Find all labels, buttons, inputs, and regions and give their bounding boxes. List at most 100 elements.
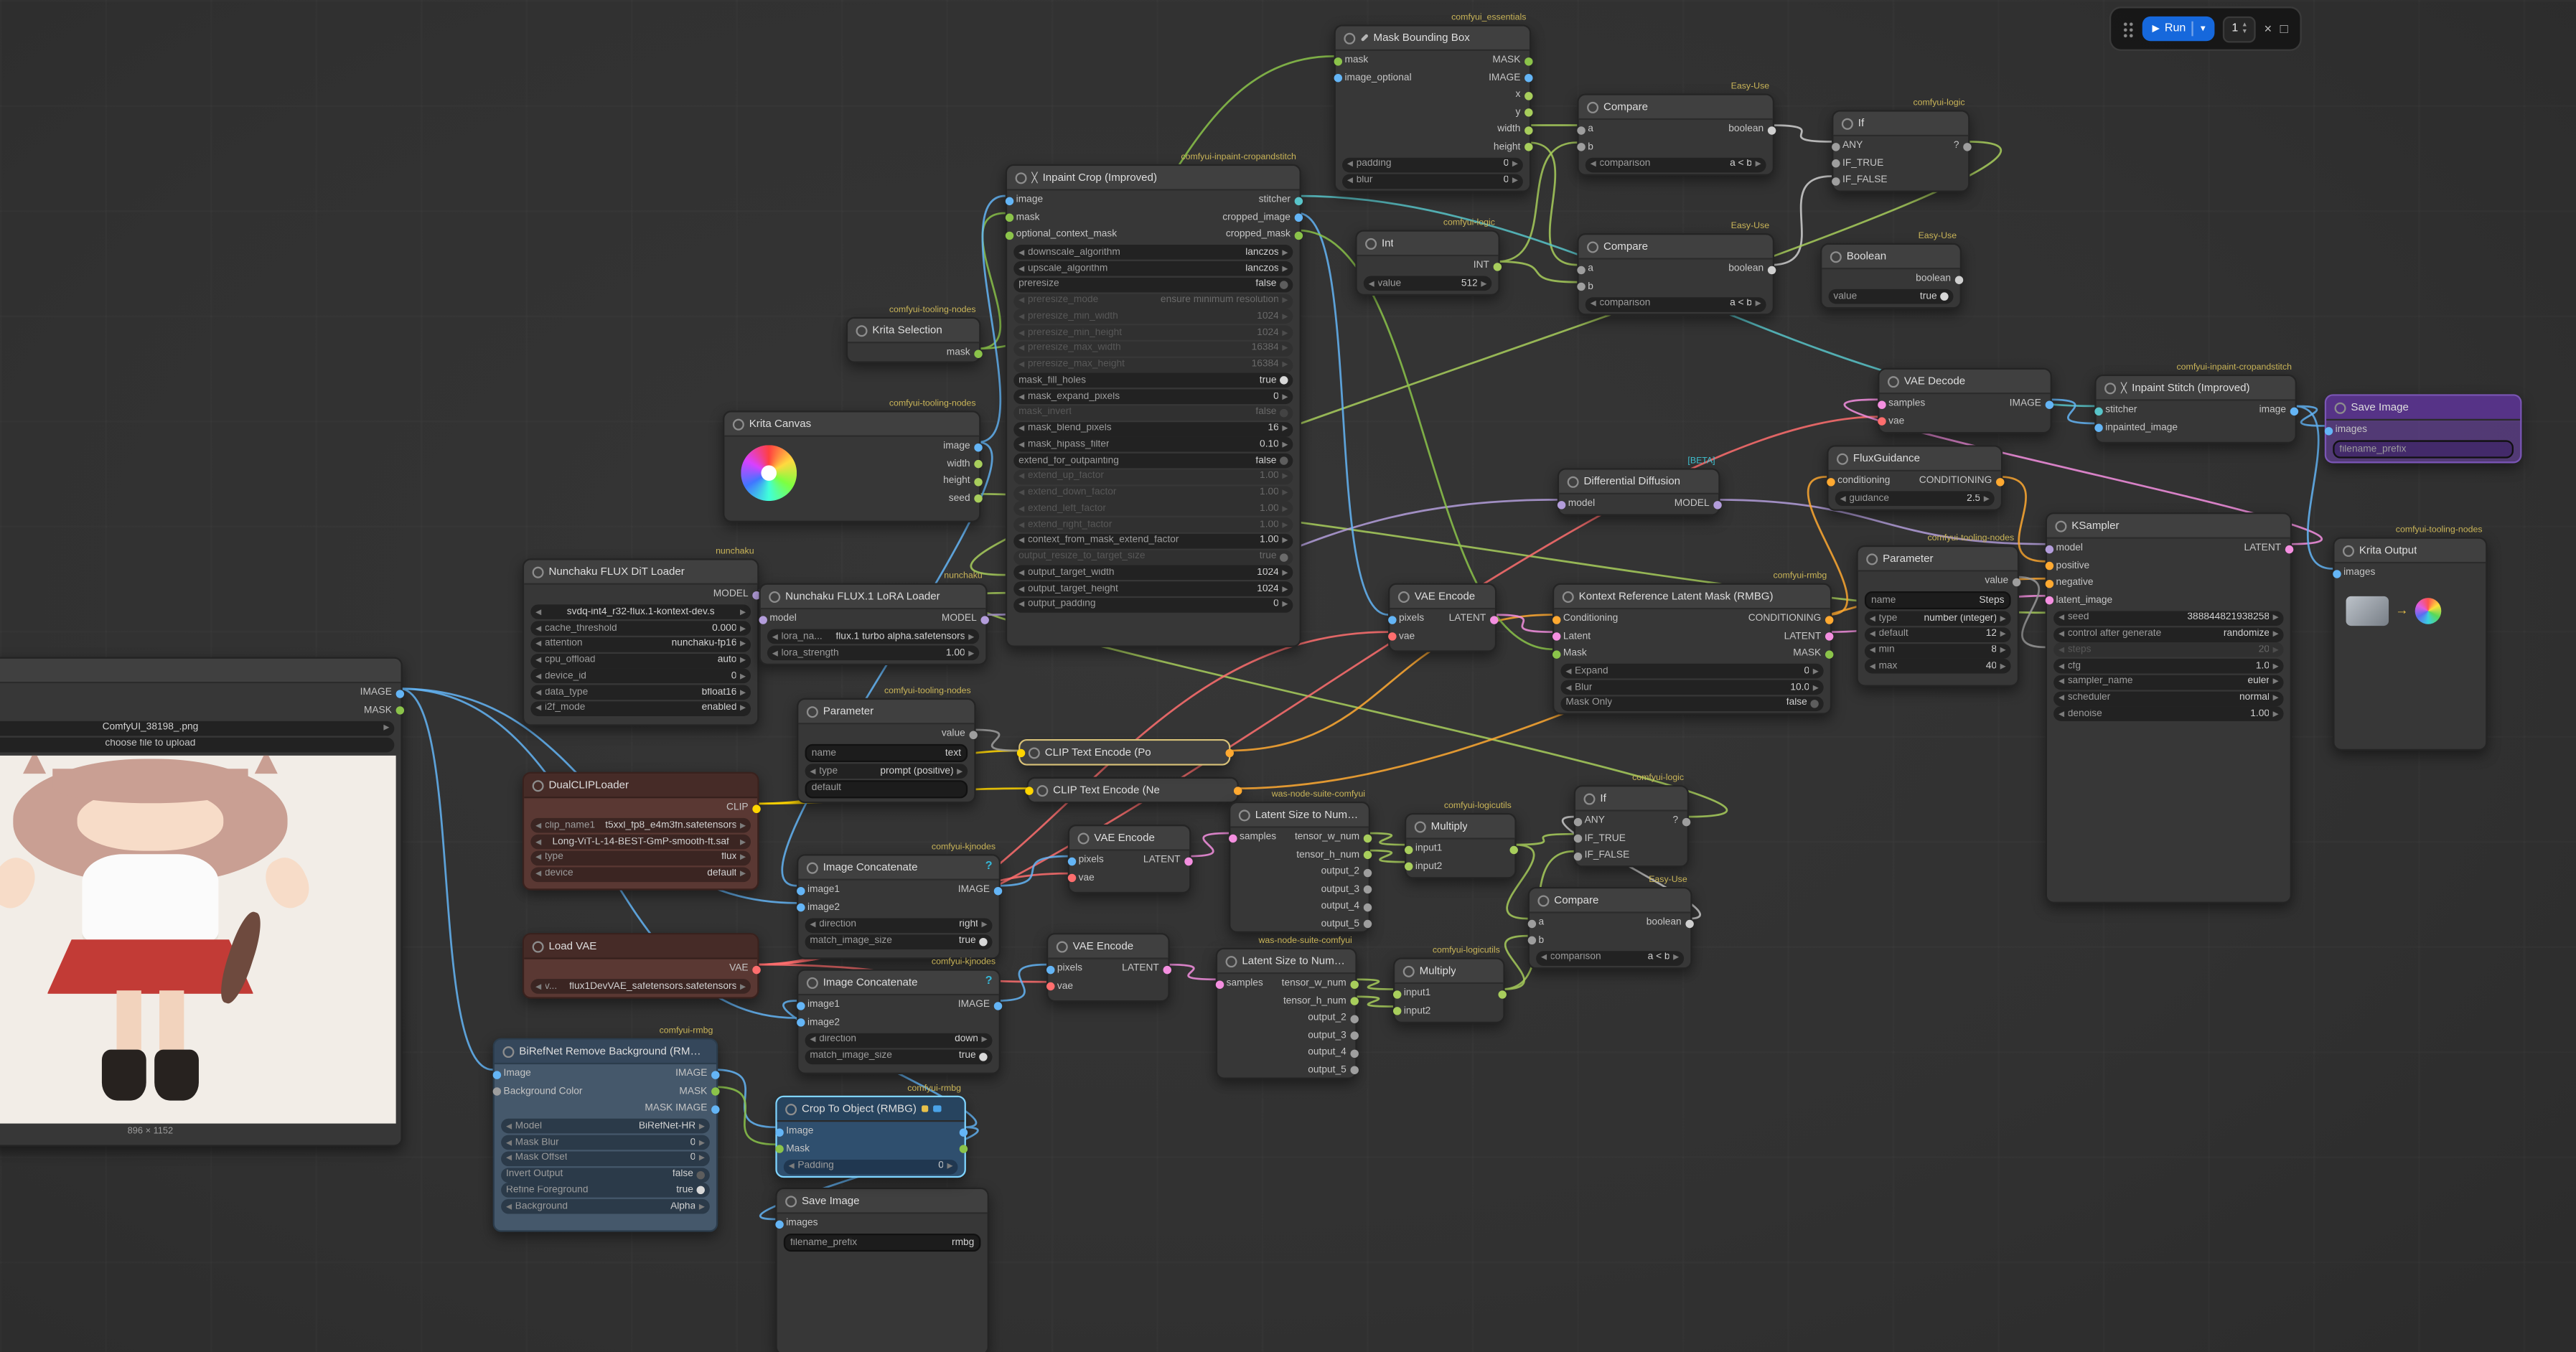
widget-combo[interactable]: ◀Long-ViT-L-14-BEST-GmP-smooth-ft.saf▶ bbox=[530, 835, 751, 850]
node-compare-1[interactable]: Easy-UseCompareabooleanb◀comparisona < b… bbox=[1577, 93, 1774, 175]
combo-right-arrow-icon[interactable]: ▶ bbox=[1282, 424, 1288, 434]
node-header[interactable]: Int bbox=[1357, 232, 1499, 256]
output-slot-dot[interactable] bbox=[1349, 980, 1357, 988]
node-flux-guidance[interactable]: FluxGuidanceconditioningCONDITIONING◀gui… bbox=[1827, 445, 2003, 511]
input-slot-dot[interactable] bbox=[2045, 596, 2053, 604]
node-header[interactable]: Boolean bbox=[1822, 245, 1959, 269]
collapse-dot-icon[interactable] bbox=[2335, 402, 2346, 413]
combo-right-arrow-icon[interactable]: ▶ bbox=[2273, 677, 2279, 687]
output-slot-dot[interactable] bbox=[1524, 144, 1532, 151]
node-header[interactable]: VAE Decode bbox=[1880, 370, 2051, 394]
toggle-dot[interactable] bbox=[1810, 699, 1818, 707]
input-slot-dot[interactable] bbox=[1005, 197, 1013, 205]
combo-right-arrow-icon[interactable]: ▶ bbox=[947, 1162, 952, 1172]
node-crop-to-object[interactable]: comfyui-rmbgCrop To Object (RMBG)ImageMa… bbox=[775, 1096, 966, 1178]
combo-left-arrow-icon[interactable]: ◀ bbox=[1541, 953, 1547, 963]
node-vae-encode-1[interactable]: VAE EncodepixelsLATENTvae bbox=[1068, 825, 1191, 893]
node-header[interactable]: Load Image bbox=[0, 659, 401, 683]
output-slot-dot[interactable] bbox=[2012, 578, 2020, 586]
combo-left-arrow-icon[interactable]: ◀ bbox=[535, 703, 541, 713]
combo-right-arrow-icon[interactable]: ▶ bbox=[968, 648, 974, 658]
collapse-dot-icon[interactable] bbox=[1866, 553, 1878, 564]
node-header[interactable]: KSampler bbox=[2047, 514, 2290, 538]
output-slot-dot[interactable] bbox=[711, 1105, 718, 1113]
combo-right-arrow-icon[interactable]: ▶ bbox=[2273, 709, 2279, 719]
drag-handle-icon[interactable] bbox=[2122, 21, 2134, 37]
collapse-dot-icon[interactable] bbox=[1830, 250, 1842, 262]
input-slot-dot[interactable] bbox=[1333, 75, 1341, 83]
input-slot-dot[interactable] bbox=[1387, 616, 1395, 624]
collapse-dot-icon[interactable] bbox=[1078, 832, 1090, 843]
widget-combo[interactable]: ◀svdq-int4_r32-flux.1-kontext-dev.s▶ bbox=[530, 605, 751, 620]
toggle-dot[interactable] bbox=[979, 937, 987, 945]
node-header[interactable]: If bbox=[1575, 787, 1687, 811]
node-diff-diff[interactable]: [BETA]Differential DiffusionmodelMODEL bbox=[1558, 468, 1720, 515]
node-header[interactable]: Compare bbox=[1530, 888, 1690, 913]
widget-preresize_min_height[interactable]: ◀preresize_min_height1024▶ bbox=[1013, 325, 1293, 340]
combo-left-arrow-icon[interactable]: ◀ bbox=[1591, 160, 1596, 170]
output-slot-dot[interactable] bbox=[751, 965, 759, 973]
output-slot-dot[interactable] bbox=[973, 349, 981, 357]
combo-right-arrow-icon[interactable]: ▶ bbox=[1813, 682, 1819, 693]
combo-left-arrow-icon[interactable]: ◀ bbox=[1018, 328, 1024, 338]
combo-right-arrow-icon[interactable]: ▶ bbox=[1282, 263, 1288, 273]
collapse-dot-icon[interactable] bbox=[1365, 238, 1377, 249]
output-slot-dot[interactable] bbox=[1162, 965, 1170, 973]
combo-right-arrow-icon[interactable]: ▶ bbox=[1512, 176, 1518, 186]
widget-sampler_name[interactable]: ◀sampler_nameeuler▶ bbox=[2053, 675, 2283, 690]
node-header[interactable]: Load VAE bbox=[524, 934, 757, 959]
widget-blur[interactable]: ◀blur0▶ bbox=[1342, 173, 1523, 188]
input-slot-dot[interactable] bbox=[2324, 427, 2332, 435]
combo-right-arrow-icon[interactable]: ▶ bbox=[1984, 494, 1990, 504]
combo-right-arrow-icon[interactable]: ▶ bbox=[740, 639, 746, 649]
output-slot-dot[interactable] bbox=[1682, 817, 1690, 825]
node-krita-canvas[interactable]: comfyui-tooling-nodesKrita Canvasimagewi… bbox=[723, 410, 980, 522]
widget-Mask Only[interactable]: Mask Onlyfalse bbox=[1560, 696, 1823, 711]
input-slot-dot[interactable] bbox=[492, 1071, 500, 1079]
input-slot-dot[interactable] bbox=[1215, 980, 1223, 988]
toggle-dot[interactable] bbox=[1280, 553, 1288, 560]
node-header[interactable]: ╳Inpaint Stitch (Improved) bbox=[2097, 376, 2295, 400]
output-slot-dot[interactable] bbox=[1363, 851, 1371, 859]
input-slot-dot[interactable] bbox=[1576, 266, 1584, 273]
node-compare-2[interactable]: Easy-UseCompareabooleanb◀comparisona < b… bbox=[1577, 233, 1774, 315]
widget-device[interactable]: ◀devicedefault▶ bbox=[530, 866, 751, 881]
node-if-2[interactable]: comfyui-logicIfANY?IF_TRUEIF_FALSE bbox=[1574, 785, 1689, 867]
collapse-dot-icon[interactable] bbox=[856, 324, 868, 336]
widget-max[interactable]: ◀max40▶ bbox=[1865, 659, 2011, 674]
combo-left-arrow-icon[interactable]: ◀ bbox=[535, 624, 541, 634]
widget-output_padding[interactable]: ◀output_padding0▶ bbox=[1013, 598, 1293, 613]
widget-btn[interactable]: choose file to upload bbox=[0, 737, 394, 752]
node-krita-selection[interactable]: comfyui-tooling-nodesKrita Selectionmask bbox=[846, 317, 981, 363]
combo-right-arrow-icon[interactable]: ▶ bbox=[1282, 328, 1288, 338]
node-header[interactable]: VAE Encode bbox=[1048, 934, 1168, 959]
node-header[interactable]: Latent Size to Number bbox=[1217, 949, 1355, 974]
combo-left-arrow-icon[interactable]: ◀ bbox=[535, 639, 541, 649]
node-multiply-1[interactable]: comfyui-logicutilsMultiplyinput1input2 bbox=[1405, 813, 1517, 879]
input-slot-dot[interactable] bbox=[1333, 57, 1341, 65]
output-slot-dot[interactable] bbox=[1497, 990, 1505, 998]
node-clip-neg[interactable]: CLIP Text Encode (Ne bbox=[1027, 777, 1239, 804]
widget-v...[interactable]: ◀v...flux1DevVAE_safetensors.safetensors… bbox=[530, 980, 751, 995]
widget-min[interactable]: ◀min8▶ bbox=[1865, 643, 2011, 658]
output-slot-dot[interactable] bbox=[1509, 845, 1517, 853]
output-slot-dot[interactable] bbox=[1224, 748, 1232, 756]
node-multiply-2[interactable]: comfyui-logicutilsMultiplyinput1input2 bbox=[1393, 957, 1505, 1023]
output-slot-dot[interactable] bbox=[711, 1088, 718, 1096]
node-nunchaku-dit[interactable]: nunchakuNunchaku FLUX DiT LoaderMODEL◀sv… bbox=[523, 558, 759, 726]
node-param-1[interactable]: comfyui-tooling-nodesParametervaluenamet… bbox=[797, 698, 975, 803]
combo-left-arrow-icon[interactable]: ◀ bbox=[1018, 440, 1024, 450]
collapse-dot-icon[interactable] bbox=[1583, 792, 1595, 804]
node-header[interactable]: Save Image bbox=[777, 1189, 988, 1213]
combo-left-arrow-icon[interactable]: ◀ bbox=[535, 853, 541, 863]
widget-Mask Blur[interactable]: ◀Mask Blur0▶ bbox=[501, 1135, 710, 1150]
node-header[interactable]: Krita Canvas bbox=[724, 413, 979, 437]
node-header[interactable]: Mask Bounding Box bbox=[1336, 27, 1530, 51]
widget-extend_up_factor[interactable]: ◀extend_up_factor1.00▶ bbox=[1013, 469, 1293, 484]
output-slot-dot[interactable] bbox=[1492, 263, 1500, 271]
widget-Invert Output[interactable]: Invert Outputfalse bbox=[501, 1167, 710, 1182]
node-header[interactable]: Image Concatenate bbox=[798, 971, 998, 995]
output-slot-dot[interactable] bbox=[395, 707, 403, 715]
combo-left-arrow-icon[interactable]: ◀ bbox=[506, 1153, 512, 1163]
